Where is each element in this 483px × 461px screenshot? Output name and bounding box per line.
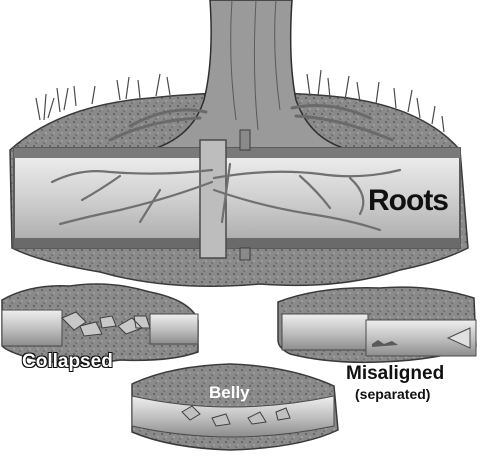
pipe-joint: [200, 140, 226, 258]
belly-label: Belly: [209, 384, 250, 401]
roots-label: Roots: [368, 186, 448, 216]
separated-label: (separated): [355, 387, 430, 401]
collapsed-label: Collapsed: [22, 352, 113, 371]
belly-pipe-illustration: [132, 364, 338, 450]
misaligned-label: Misaligned: [346, 364, 444, 383]
misaligned-pipe-illustration: [278, 287, 476, 362]
